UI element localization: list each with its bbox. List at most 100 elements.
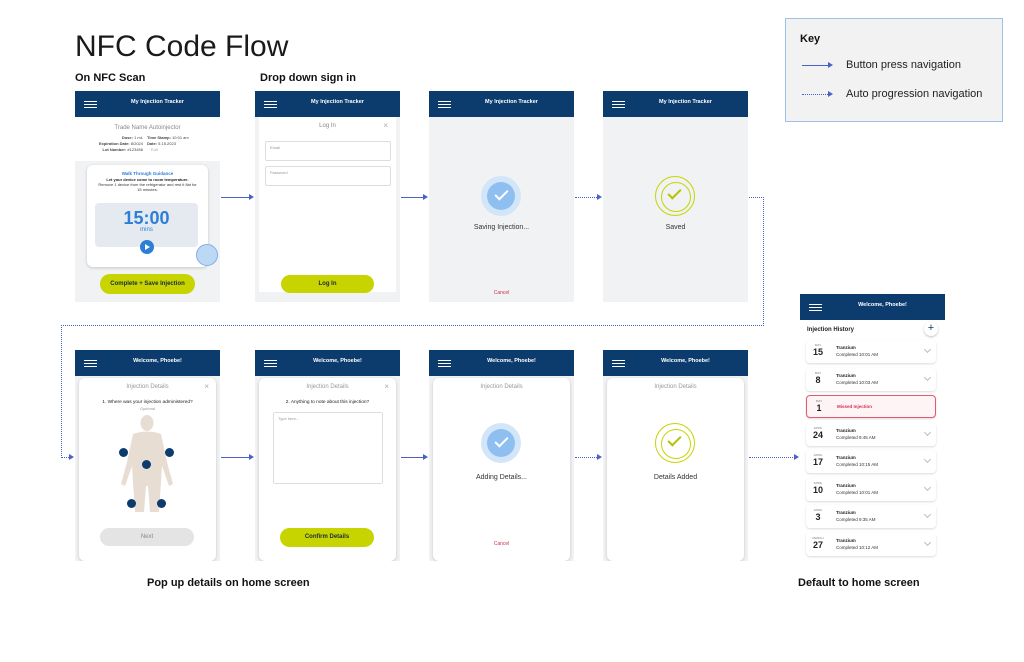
modal-title: Injection Details [654, 384, 697, 390]
row-status: Completed 10:15 AM [836, 462, 879, 467]
menu-icon[interactable] [612, 101, 625, 108]
app-header: Welcome, Phoebe! [429, 350, 574, 376]
header-title: Welcome, Phoebe! [487, 358, 536, 364]
menu-icon[interactable] [264, 360, 277, 367]
legend-key: Key Button press navigation Auto progres… [785, 18, 1003, 122]
row-day: 3 [815, 512, 821, 522]
section-label-nfc-scan: On NFC Scan [75, 72, 146, 84]
chevron-down-icon[interactable] [923, 483, 932, 491]
header-title: My Injection Tracker [311, 99, 364, 105]
arrow-dotted-wrap-e [61, 457, 71, 458]
menu-icon[interactable] [84, 101, 97, 108]
header-title: Welcome, Phoebe! [858, 302, 907, 308]
notes-textarea[interactable]: Type here... [273, 412, 383, 484]
site-dot-right-thigh[interactable] [157, 499, 166, 508]
log-in-button[interactable]: Log In [281, 275, 374, 293]
key-solid-arrowhead [828, 62, 833, 68]
menu-icon[interactable] [612, 360, 625, 367]
screen-notes: Welcome, Phoebe! Injection Details × 2. … [255, 350, 400, 561]
arrowhead-2 [423, 194, 428, 200]
chevron-down-icon[interactable] [923, 428, 932, 436]
cancel-link[interactable]: Cancel [493, 541, 510, 547]
section-label-pop-up: Pop up details on home screen [147, 577, 310, 589]
row-status: Completed 9:45 AM [836, 434, 876, 440]
password-field[interactable]: Password [265, 166, 391, 186]
menu-icon[interactable] [438, 360, 451, 367]
site-dot-left-arm[interactable] [119, 448, 128, 457]
confirm-details-button[interactable]: Confirm Details [280, 528, 374, 547]
screen-home: Welcome, Phoebe! Injection History + MAY… [800, 294, 945, 562]
guidance-title: Walk Through Guidance [121, 171, 174, 176]
guidance-bold: Let your device come to room temperature… [106, 177, 189, 182]
header-title: My Injection Tracker [485, 99, 538, 105]
saving-progress-icon [481, 176, 521, 216]
question-text: 1. Where was your injection administered… [102, 400, 193, 405]
close-icon[interactable]: × [384, 382, 389, 391]
menu-icon[interactable] [84, 360, 97, 367]
arrow-dotted-wrap-b [763, 197, 764, 326]
email-field[interactable]: Email [265, 141, 391, 161]
row-day: 17 [812, 457, 823, 467]
play-icon[interactable] [140, 240, 154, 254]
screen-adding-details: Welcome, Phoebe! Injection Details Addin… [429, 350, 574, 561]
complete-save-button[interactable]: Complete + Save Injection [100, 274, 195, 294]
status-text: Saved [665, 224, 686, 231]
dose-label: Dose: [121, 135, 133, 140]
chevron-down-icon[interactable] [923, 373, 932, 381]
chevron-down-icon[interactable] [923, 455, 932, 464]
app-header: My Injection Tracker [603, 91, 748, 117]
saved-check-icon [655, 176, 695, 216]
header-title: Welcome, Phoebe! [313, 358, 362, 364]
arrow-dotted-3 [575, 197, 599, 198]
menu-icon[interactable] [809, 304, 822, 311]
site-dot-left-thigh[interactable] [127, 499, 136, 508]
next-button[interactable]: Next [100, 528, 194, 546]
app-header: Welcome, Phoebe! [603, 350, 748, 376]
site-dot-right-arm[interactable] [165, 448, 174, 457]
row-day: 1 [816, 403, 822, 413]
add-icon[interactable]: + [924, 322, 938, 336]
login-modal: Log In × Email Password [259, 117, 396, 292]
row-name: Tranzium [836, 427, 856, 433]
body-diagram [121, 415, 173, 512]
edit-link[interactable]: Edit [151, 147, 158, 152]
close-icon[interactable]: × [204, 382, 209, 391]
dose-value: 1 mL [134, 135, 143, 140]
row-status: Completed 10:01 AM [836, 489, 879, 495]
row-day: 10 [812, 484, 823, 495]
menu-icon[interactable] [438, 101, 451, 108]
time-value: 10:01 am [172, 135, 189, 140]
exp-value: 8/2024 [130, 141, 143, 146]
row-name: Tranzium [836, 510, 856, 515]
cancel-link[interactable]: Cancel [493, 290, 510, 296]
arrow-solid-1 [221, 197, 251, 198]
guidance-card: Walk Through Guidance Let your device co… [87, 165, 208, 267]
key-button-press-label: Button press navigation [846, 59, 961, 71]
guidance-text: Remove 1 device from the refrigerator an… [98, 182, 197, 192]
chevron-down-icon[interactable] [923, 538, 932, 546]
row-month: MAY [815, 399, 823, 403]
header-title: Welcome, Phoebe! [133, 358, 182, 364]
details-modal: Injection Details × 1. Where was your in… [79, 378, 216, 561]
chevron-down-icon[interactable] [923, 510, 932, 519]
row-day: 27 [812, 539, 823, 550]
arrow-solid-5 [221, 457, 251, 458]
site-dot-abdomen[interactable] [142, 460, 151, 469]
chevron-down-icon[interactable] [923, 345, 932, 354]
app-header: Welcome, Phoebe! [255, 350, 400, 376]
arrow-dotted-wrap-a [749, 197, 764, 198]
menu-icon[interactable] [264, 101, 277, 108]
status-text: Details Added [653, 474, 698, 481]
key-title: Key [800, 33, 821, 45]
timer-value: 15:00 [123, 208, 170, 228]
close-icon[interactable]: × [383, 121, 388, 130]
row-day: 15 [812, 347, 823, 357]
